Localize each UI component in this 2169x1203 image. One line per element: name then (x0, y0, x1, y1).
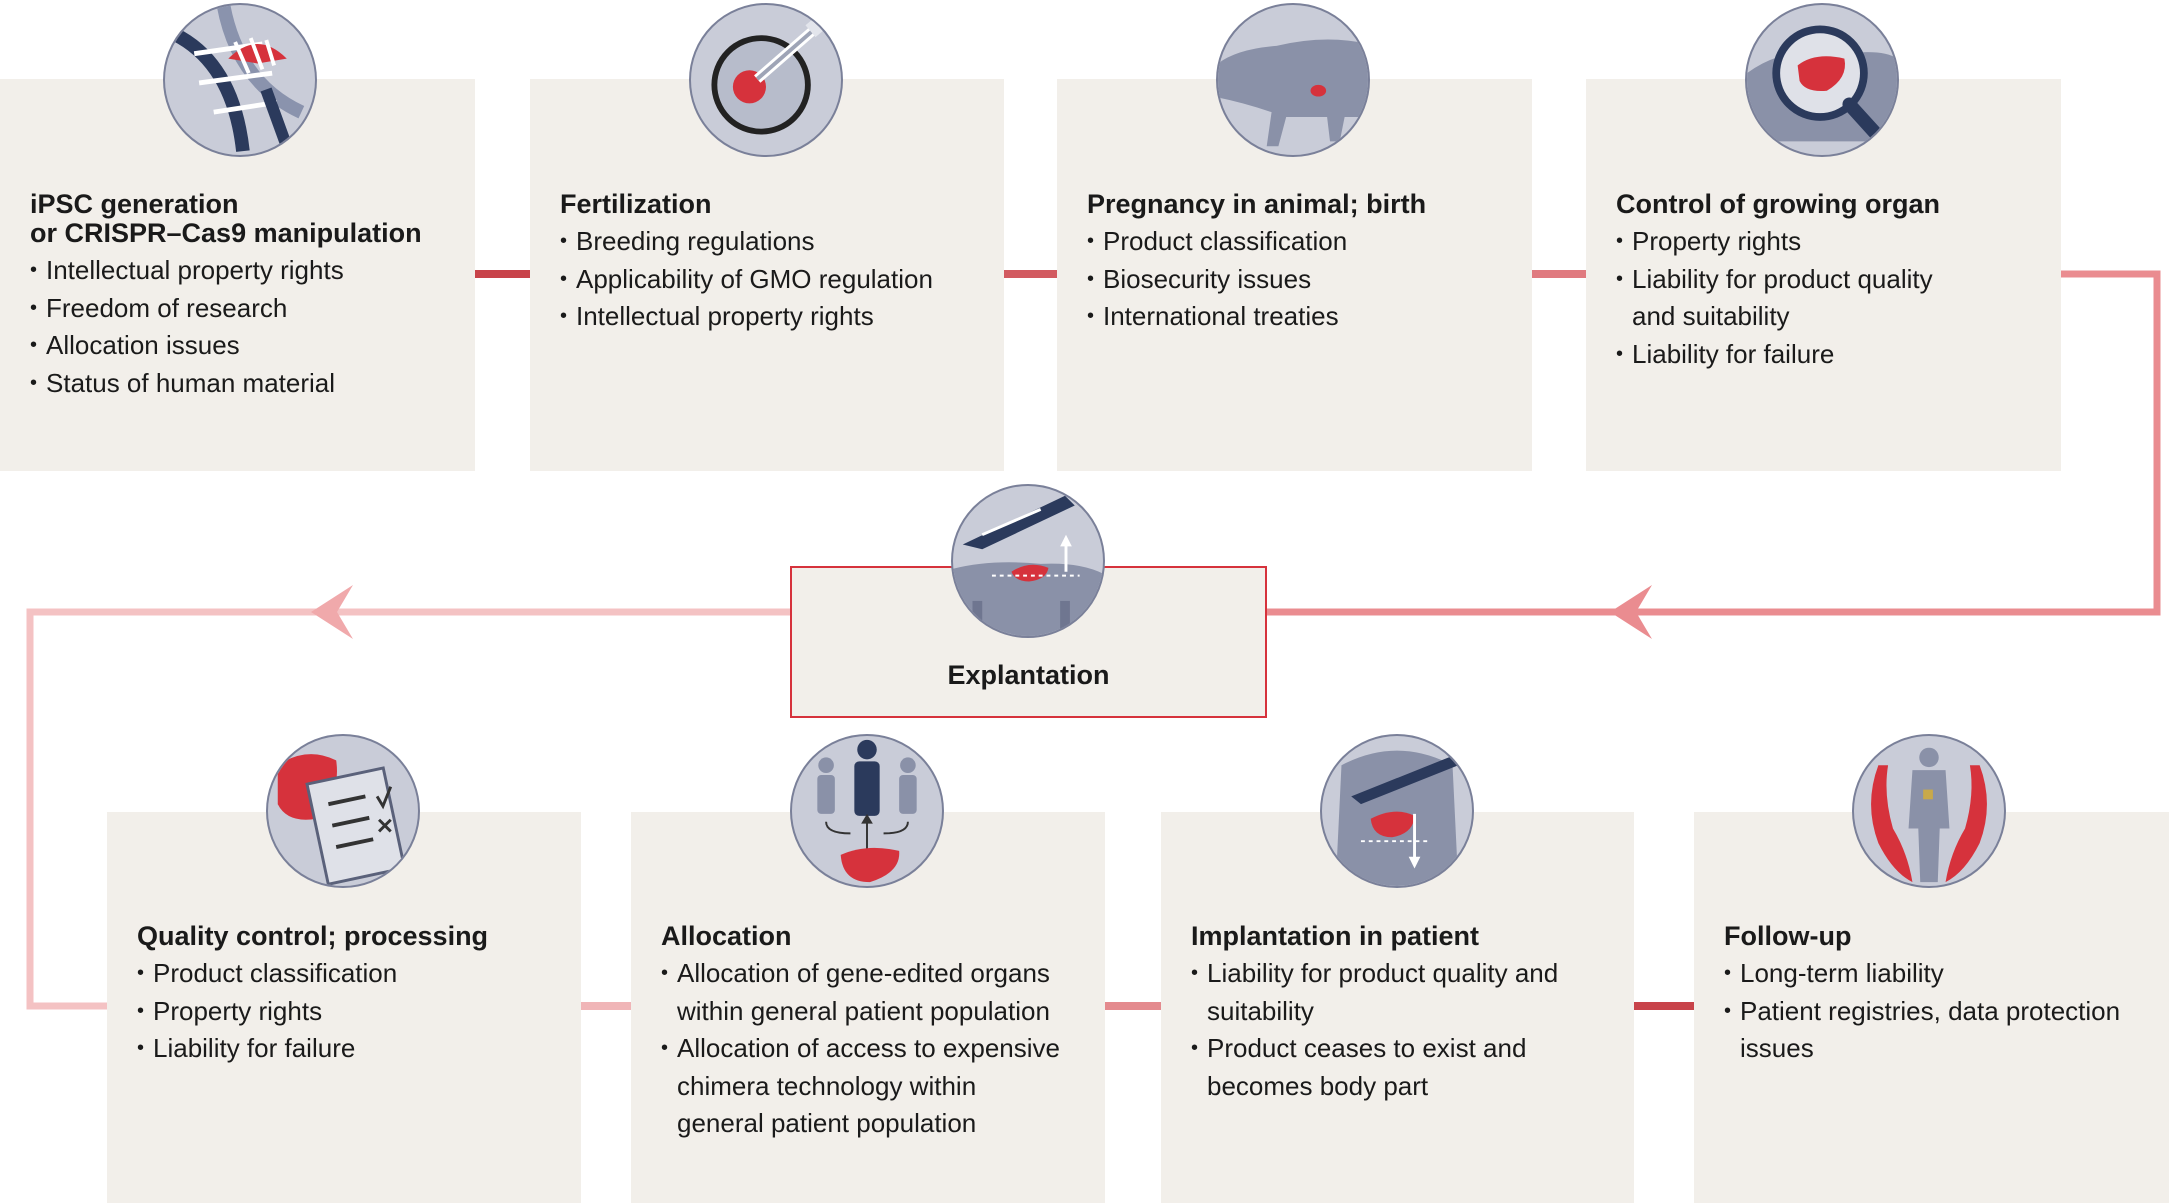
card-list: Property rights Liability for product qu… (1616, 223, 2041, 373)
explantation-scalpel-icon (951, 484, 1105, 638)
list-item: Liability for product quality and suitab… (1616, 261, 2041, 336)
list-item: Property rights (137, 993, 561, 1031)
card-list: Intellectual property rights Freedom of … (30, 252, 455, 402)
connector-5-6 (581, 1002, 631, 1010)
card-title: Allocation (661, 921, 792, 951)
magnifier-organ-icon (1745, 3, 1899, 157)
hands-patient-icon (1852, 734, 2006, 888)
connector-3-4 (1532, 270, 1586, 278)
card-title: Pregnancy in animal; birth (1087, 189, 1427, 219)
card-list: Breeding regulations Applicability of GM… (560, 223, 984, 336)
embryo-injection-icon (689, 3, 843, 157)
pig-icon (1216, 3, 1370, 157)
list-item: Applicability of GMO regulation (560, 261, 984, 299)
card-list: Product classification Biosecurity issue… (1087, 223, 1512, 336)
list-item: Property rights (1616, 223, 2041, 261)
list-item: Liability for failure (1616, 336, 2041, 374)
card-title: Fertilization (560, 189, 712, 219)
list-item: Allocation of access to expensive chimer… (661, 1030, 1085, 1143)
list-item: Allocation issues (30, 327, 455, 365)
list-item: Freedom of research (30, 290, 455, 328)
list-item: Intellectual property rights (560, 298, 984, 336)
list-item: Liability for failure (137, 1030, 561, 1068)
list-item: Breeding regulations (560, 223, 984, 261)
card-list: Allocation of gene-edited organs within … (661, 955, 1085, 1143)
connector-left-loop (26, 608, 790, 1010)
card-list: Long-term liability Patient registries, … (1724, 955, 2149, 1068)
explantation-label: Explantation (947, 660, 1110, 690)
list-item: Allocation of gene-edited organs within … (661, 955, 1085, 1030)
list-item: International treaties (1087, 298, 1512, 336)
list-item: Biosecurity issues (1087, 261, 1512, 299)
connector-right-loop (1267, 270, 2161, 616)
connector-6-7 (1105, 1002, 1161, 1010)
arrowhead-left (311, 585, 353, 639)
card-title: iPSC generation or CRISPR–Cas9 manipulat… (30, 189, 422, 248)
list-item: Patient registries, data protection issu… (1724, 993, 2149, 1068)
connector-2-3 (1004, 270, 1057, 278)
patients-allocation-icon (790, 734, 944, 888)
list-item: Product ceases to exist and becomes body… (1191, 1030, 1614, 1105)
list-item: Liability for product quality and suitab… (1191, 955, 1614, 1030)
step-card-implantation: Implantation in patient Liability for pr… (1161, 812, 1634, 1203)
step-card-ipsc: iPSC generation or CRISPR–Cas9 manipulat… (0, 79, 475, 471)
card-list: Liability for product quality and suitab… (1191, 955, 1614, 1105)
step-card-fertilization: Fertilization Breeding regulations Appli… (530, 79, 1004, 471)
list-item: Product classification (137, 955, 561, 993)
list-item: Long-term liability (1724, 955, 2149, 993)
card-list: Product classification Property rights L… (137, 955, 561, 1068)
arrowhead-right (1610, 585, 1652, 639)
card-title: Follow-up (1724, 921, 1852, 951)
step-card-allocation: Allocation Allocation of gene-edited org… (631, 812, 1105, 1203)
list-item: Status of human material (30, 365, 455, 403)
connector-7-8 (1634, 1002, 1694, 1010)
card-title: Control of growing organ (1616, 189, 1940, 219)
card-title: Implantation in patient (1191, 921, 1479, 951)
card-title: Quality control; processing (137, 921, 489, 951)
connector-1-2 (475, 270, 530, 278)
list-item: Intellectual property rights (30, 252, 455, 290)
list-item: Product classification (1087, 223, 1512, 261)
dna-scissors-icon (163, 3, 317, 157)
implantation-torso-icon (1320, 734, 1474, 888)
checklist-organ-icon (266, 734, 420, 888)
